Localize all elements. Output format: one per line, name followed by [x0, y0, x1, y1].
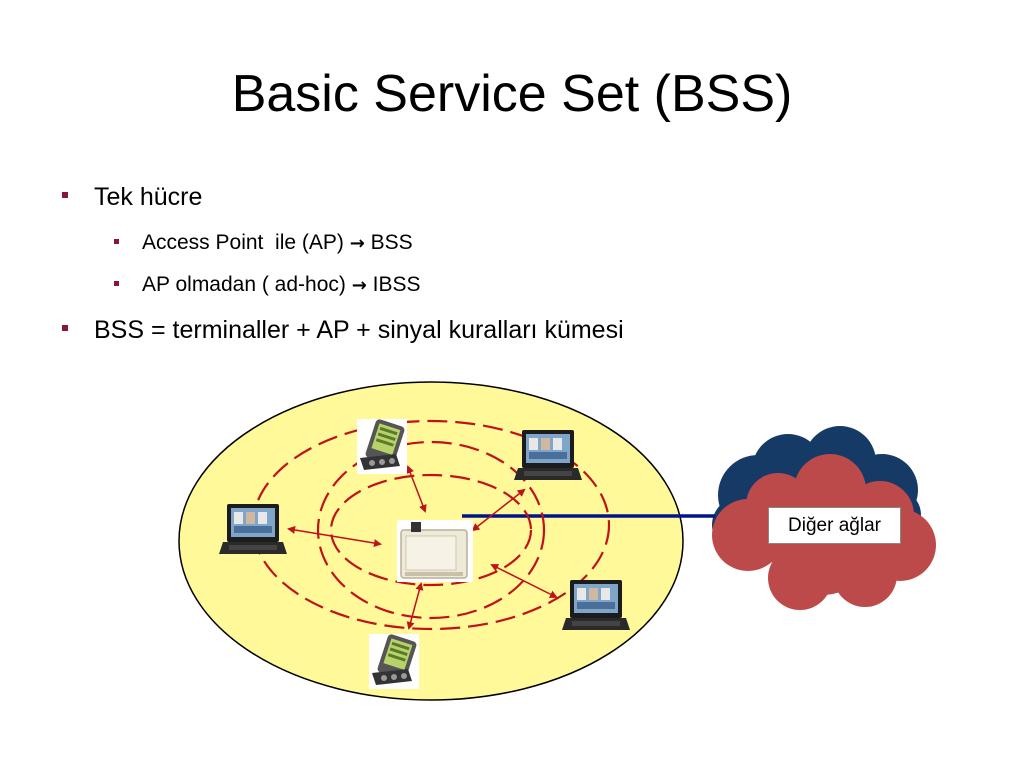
other-networks-label: Diğer ağlar: [768, 507, 901, 544]
arrow-right-icon: →: [349, 233, 365, 254]
bullet-text: BSS = terminaller + AP + sinyal kurallar…: [94, 316, 624, 344]
wireless-link: [406, 465, 427, 513]
laptop-icon: [219, 504, 287, 554]
bullet-text: Tek hücre: [94, 183, 203, 211]
wireless-link: [471, 488, 526, 532]
bullet-text: BSS: [364, 231, 413, 254]
pda-icon: [369, 633, 419, 689]
sub-bullet-item: Access Point ile (AP) → BSS: [114, 229, 413, 258]
wireless-links: [287, 465, 558, 630]
access-point-icon: [397, 520, 473, 582]
wireless-link: [287, 526, 382, 547]
arrow-right-icon: →: [351, 275, 367, 296]
bullet-text: AP olmadan ( ad-hoc): [142, 273, 352, 296]
wireless-link: [406, 582, 424, 630]
slide-title: Basic Service Set (BSS): [231, 65, 793, 123]
bullet-marker: [114, 280, 119, 286]
bullet-marker: [114, 238, 119, 244]
bullet-text: Access Point ile (AP): [142, 231, 350, 254]
bullet-marker: [62, 192, 68, 199]
bullet-item: BSS = terminaller + AP + sinyal kurallar…: [62, 313, 624, 347]
bullet-marker: [62, 325, 68, 332]
bullet-text: IBSS: [366, 273, 421, 296]
pda-icon: [357, 418, 407, 474]
sub-bullet-item: AP olmadan ( ad-hoc) → IBSS: [114, 271, 421, 300]
bullet-item: Tek hücre: [62, 180, 202, 214]
laptop-icon: [562, 580, 630, 630]
laptop-icon: [514, 430, 582, 480]
wireless-link: [490, 564, 558, 598]
coverage-ring-inner: [329, 473, 533, 587]
